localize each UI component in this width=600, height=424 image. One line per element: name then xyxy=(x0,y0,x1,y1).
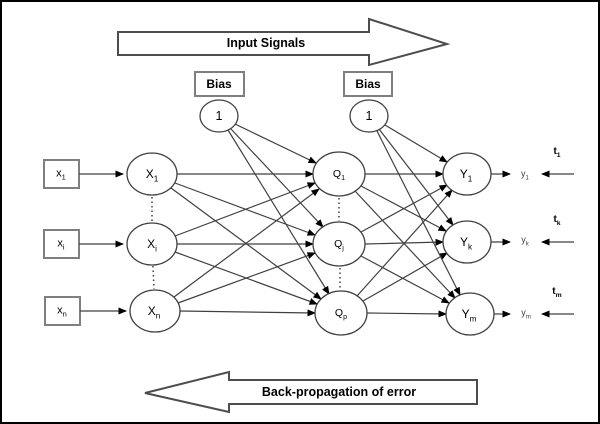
connection-line xyxy=(356,189,453,297)
connection-line xyxy=(378,128,454,226)
connection-line xyxy=(174,182,316,237)
bias1-connections xyxy=(227,123,330,295)
hidden-node-q1 xyxy=(312,151,366,197)
connection-line xyxy=(234,123,317,164)
output-node-y1 xyxy=(442,152,492,196)
x-to-q-connections xyxy=(170,170,322,317)
connection-line xyxy=(376,130,461,296)
bias-node-output xyxy=(349,99,389,133)
connection-line xyxy=(362,252,448,302)
bias-node-hidden-label: 1 xyxy=(215,108,223,123)
connection-line xyxy=(227,129,330,295)
output-value-y1-label: y1 xyxy=(521,168,529,182)
bias2-connections xyxy=(376,124,461,296)
output-arrows xyxy=(491,170,574,318)
bias-box-hidden xyxy=(194,71,245,97)
bias-box-output xyxy=(343,71,393,97)
output-node-ym xyxy=(445,292,495,336)
input-node-x1-label: X1 xyxy=(145,167,159,184)
input-node-x1 xyxy=(126,152,178,196)
connection-line xyxy=(230,128,324,228)
output-node-yk-label: Yk xyxy=(459,235,473,252)
connection-line xyxy=(173,188,320,298)
input-signals-arrow xyxy=(117,17,451,67)
hidden-node-qj xyxy=(312,221,366,267)
hidden-node-qp xyxy=(314,290,368,336)
input-node-xi xyxy=(126,222,178,266)
hidden-node-q1-label: Q1 xyxy=(332,167,346,182)
connection-line xyxy=(354,190,456,299)
input-node-xn xyxy=(129,289,181,333)
bias-node-output-label: 1 xyxy=(365,108,373,123)
output-value-ym-label: ym xyxy=(521,307,531,321)
output-value-yk-label: yk xyxy=(521,234,529,248)
bias-node-hidden xyxy=(199,99,239,133)
input-box-xi-label: xi xyxy=(57,237,65,252)
input-box-x1-label: x1 xyxy=(56,167,66,182)
input-box-x1 xyxy=(43,159,80,189)
connection-line xyxy=(384,124,448,163)
connection-line xyxy=(360,255,450,304)
backprop-arrow xyxy=(144,370,478,414)
bias-box-output-label: Bias xyxy=(355,77,381,91)
ellipsis-dotted-links xyxy=(151,197,341,290)
target-t1-label: t1 xyxy=(553,146,561,159)
connection-line xyxy=(366,310,447,318)
input-arrows xyxy=(79,170,127,315)
target-tk-label: tk xyxy=(553,214,561,227)
input-node-xn-label: Xn xyxy=(147,304,161,321)
input-box-xn xyxy=(44,296,81,326)
bias-box-hidden-label: Bias xyxy=(206,77,232,91)
connection-line xyxy=(360,184,448,233)
connection-line xyxy=(179,309,316,317)
output-node-yk xyxy=(442,220,492,264)
q-to-y-connections xyxy=(354,170,456,318)
input-box-xn-label: xn xyxy=(57,304,67,319)
target-tm-label: tm xyxy=(552,286,562,299)
connection-line xyxy=(177,252,316,304)
input-node-xi-label: Xi xyxy=(147,237,157,254)
backprop-label: Back-propagation of error xyxy=(261,384,417,399)
output-node-y1-label: Y1 xyxy=(459,167,473,184)
dotted-link xyxy=(152,265,155,290)
hidden-node-qp-label: Qp xyxy=(334,306,348,321)
hidden-node-qj-label: Qj xyxy=(334,237,344,252)
input-signals-label: Input Signals xyxy=(226,35,306,50)
output-node-ym-label: Ym xyxy=(461,307,477,324)
